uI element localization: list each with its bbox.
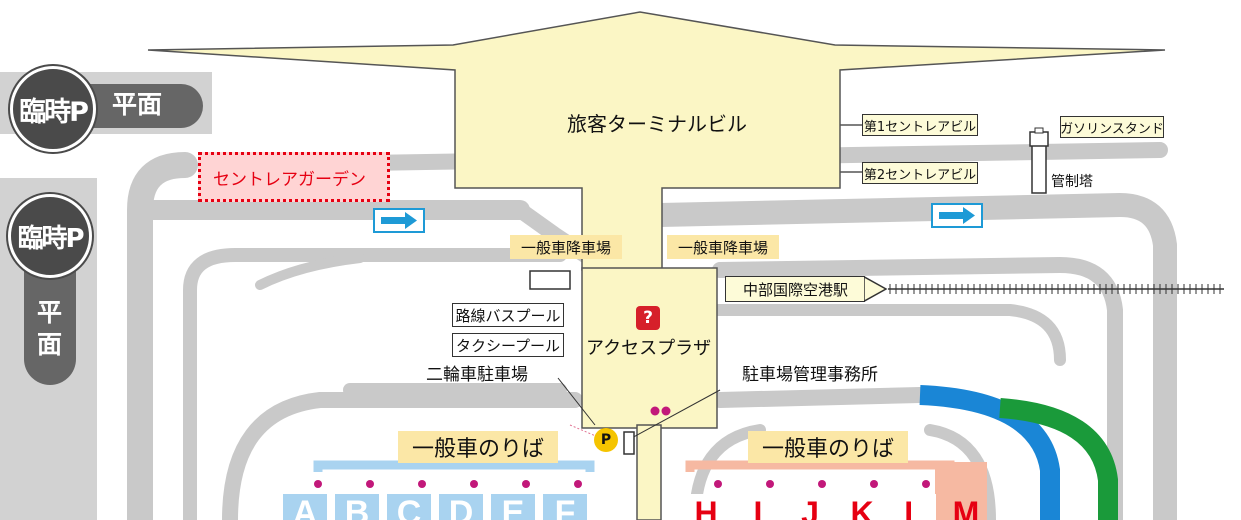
stop-dot	[818, 480, 826, 488]
stop-dot	[766, 480, 774, 488]
lane-block-left[interactable]	[387, 494, 431, 520]
lane-block-left[interactable]	[543, 494, 587, 520]
gas-station-label: ガソリンスタンド	[1060, 121, 1164, 137]
lane-letter-left: A	[293, 494, 318, 520]
taxi-pool-label: タクシープール	[455, 336, 561, 355]
pickup-left[interactable]: 一般車のりば	[398, 431, 558, 463]
pickup-left-label: 一般車のりば	[411, 437, 544, 462]
parking-office-label[interactable]: 駐車場管理事務所	[742, 365, 878, 385]
bus-pool[interactable]: 路線バスプール	[452, 303, 564, 327]
info-icon-glyph: ?	[643, 308, 653, 328]
temp-parking-badge-label: 臨時P	[17, 223, 84, 254]
control-tower-icon	[1029, 127, 1049, 194]
stop-dot	[366, 480, 374, 488]
centrair-building-2-label: 第2セントレアビル	[863, 167, 977, 183]
parking-icon-glyph: P	[600, 432, 612, 448]
lane-block-right[interactable]	[840, 494, 884, 520]
lane-block-left[interactable]	[335, 494, 379, 520]
stop-dot	[922, 480, 930, 488]
dropoff-left[interactable]: 一般車降車場	[510, 235, 622, 259]
lane-block-right[interactable]	[892, 494, 936, 520]
centrair-garden-label: セントレアガーデン	[213, 169, 366, 190]
stop-dot	[470, 480, 478, 488]
lane-block-right[interactable]	[684, 494, 728, 520]
lane-letter-left: E	[502, 494, 525, 520]
centrair-building-1[interactable]: 第1セントレアビル	[862, 114, 978, 136]
lane-block-left[interactable]	[439, 494, 483, 520]
motorcycle-parking-label[interactable]: 二輪車駐車場	[426, 365, 528, 385]
stop-dots	[314, 480, 930, 488]
dropoff-right[interactable]: 一般車降車場	[667, 235, 779, 259]
parking-office-building	[623, 431, 635, 455]
temp-parking-left-badge[interactable]: 臨時P	[8, 194, 92, 278]
terminal-label[interactable]: 旅客ターミナルビル	[567, 112, 747, 136]
airport-station-label: 中部国際空港駅	[742, 280, 848, 299]
lane-block-right[interactable]	[788, 494, 832, 520]
terminal-building-shape	[147, 11, 1166, 271]
parking-icon[interactable]: P	[594, 428, 618, 452]
info-question-icon[interactable]: ?	[636, 306, 660, 330]
temp-parking-top-type: 平面	[112, 90, 163, 119]
lane-letter-right: K	[850, 495, 873, 520]
office-leader	[627, 389, 721, 441]
lane-letter-right: J	[801, 495, 819, 520]
railway-line	[888, 284, 1224, 294]
lane-letter-right: L	[904, 495, 924, 520]
lane-bar-left	[313, 460, 595, 472]
direction-arrow-right	[931, 203, 983, 228]
lane-blocks-left: A B C D E F	[283, 494, 587, 520]
pickup-right-label: 一般車のりば	[761, 437, 894, 462]
lane-letter-left: B	[345, 494, 370, 520]
dropoff-right-label: 一般車降車場	[677, 238, 768, 257]
motorcycle-leader	[557, 377, 596, 426]
temp-parking-badge-label: 臨時P	[19, 96, 89, 128]
lane-bar-right	[685, 460, 955, 472]
stop-dot	[418, 480, 426, 488]
taxi-pool[interactable]: タクシープール	[452, 333, 564, 357]
green-parking-ramp	[999, 398, 1118, 520]
lane-letter-left: D	[449, 494, 474, 520]
stop-dot	[574, 480, 582, 488]
station-pointer	[864, 276, 888, 302]
control-tower-label: 管制塔	[1051, 174, 1093, 190]
centrair-building-2[interactable]: 第2セントレアビル	[862, 162, 978, 184]
temp-parking-top-badge[interactable]: 臨時P	[10, 66, 96, 152]
lane-letter-right: H	[694, 495, 717, 520]
lane-blocks-right: H I J K L M	[684, 494, 979, 520]
lane-letter-right: M	[953, 495, 980, 520]
centrair-garden[interactable]: セントレアガーデン	[198, 152, 390, 202]
gas-station[interactable]: ガソリンスタンド	[1060, 116, 1164, 138]
stop-dot	[870, 480, 878, 488]
dropoff-left-label: 一般車降車場	[520, 238, 611, 257]
stop-dot	[714, 480, 722, 488]
lane-block-left[interactable]	[283, 494, 327, 520]
lane-letter-left: F	[555, 494, 576, 520]
lane-letter-right: I	[754, 495, 763, 520]
stop-dot	[314, 480, 322, 488]
center-walkway	[636, 424, 662, 520]
direction-arrow-left	[373, 208, 425, 233]
pickup-right[interactable]: 一般車のりば	[748, 431, 908, 463]
arrow-right-icon	[381, 212, 417, 229]
bus-pool-shelter	[529, 270, 571, 290]
arrow-right-icon	[939, 207, 975, 224]
temp-parking-left-type-1: 平	[37, 298, 63, 327]
centrair-building-1-label: 第1セントレアビル	[863, 119, 977, 135]
lane-m-block	[935, 462, 987, 520]
lane-letter-left: C	[397, 494, 422, 520]
temp-parking-left-type-2: 面	[37, 330, 63, 359]
stop-dot	[522, 480, 530, 488]
access-plaza-label[interactable]: アクセスプラザ	[586, 338, 712, 359]
airport-station[interactable]: 中部国際空港駅	[725, 276, 865, 302]
bus-pool-label: 路線バスプール	[455, 306, 561, 325]
lane-block-right[interactable]	[736, 494, 780, 520]
access-plaza-building	[581, 267, 718, 429]
lane-block-left[interactable]	[491, 494, 535, 520]
